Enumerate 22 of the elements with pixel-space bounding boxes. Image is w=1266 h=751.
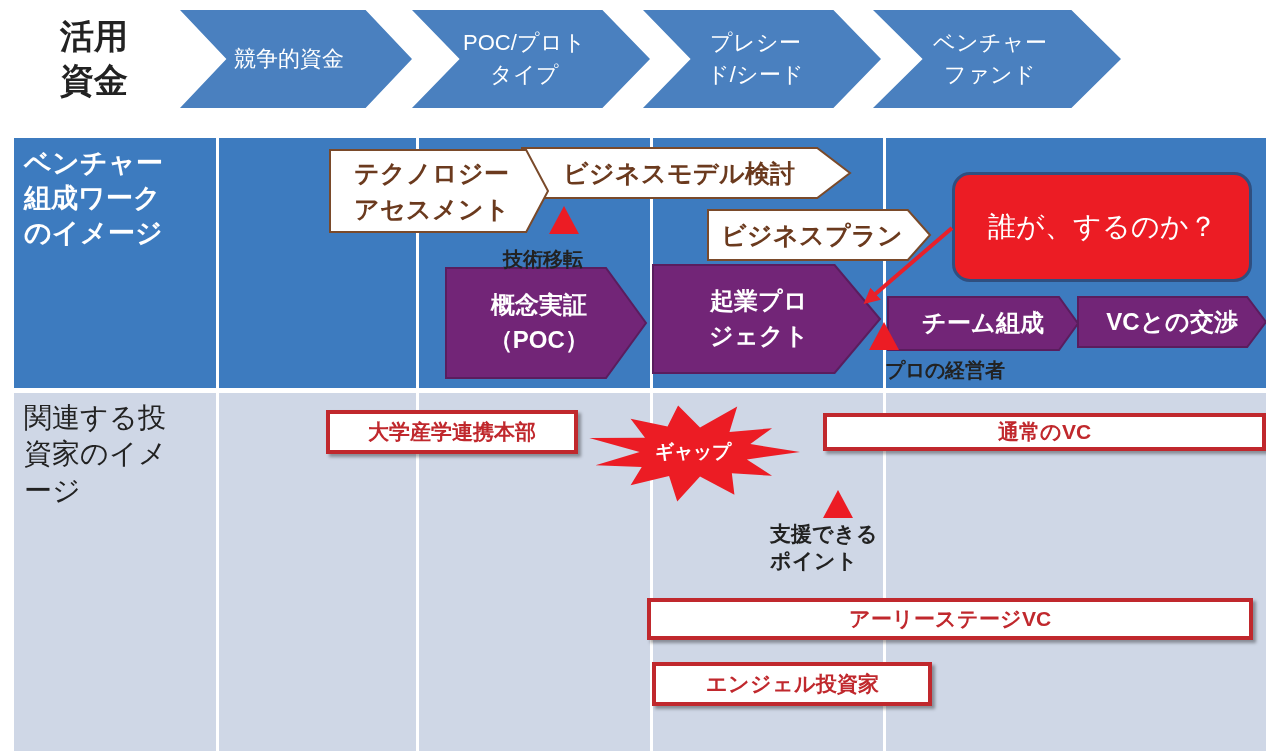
note-text: プロの経営者 bbox=[885, 358, 1006, 383]
pentagon-box: 起業プロジェクト bbox=[653, 265, 880, 373]
stage-banner: POC/プロトタイプ bbox=[412, 10, 650, 108]
arrow bbox=[863, 226, 954, 305]
pentagon-box: ビジネスモデル検討 bbox=[522, 148, 850, 198]
investor-box: エンジェル投資家 bbox=[652, 662, 932, 706]
pentagon-box: VCとの交渉 bbox=[1078, 297, 1266, 347]
investor-box: 通常のVC bbox=[823, 413, 1266, 451]
investor-box: アーリーステージVC bbox=[647, 598, 1253, 640]
investor-box: 大学産学連携本部 bbox=[326, 410, 578, 454]
callout-box: 誰が、するのか？ bbox=[952, 172, 1252, 282]
row-heading: 活用資金 bbox=[60, 16, 129, 102]
row-heading: 関連する投資家のイメージ bbox=[24, 401, 168, 508]
pentagon-box: チーム組成 bbox=[888, 297, 1078, 350]
pentagon-box: ビジネスプラン bbox=[708, 210, 930, 260]
pentagon-box: 概念実証（POC） bbox=[446, 268, 646, 378]
row-heading: ベンチャー組成ワークのイメージ bbox=[24, 147, 164, 251]
stage-banner: ベンチャーファンド bbox=[873, 10, 1121, 108]
note-text: 支援できるポイント bbox=[770, 521, 879, 575]
pentagon-box: テクノロジーアセスメント bbox=[330, 150, 548, 232]
stage-banner: プレシード/シード bbox=[643, 10, 881, 108]
stage-banner: 競争的資金 bbox=[180, 10, 412, 108]
